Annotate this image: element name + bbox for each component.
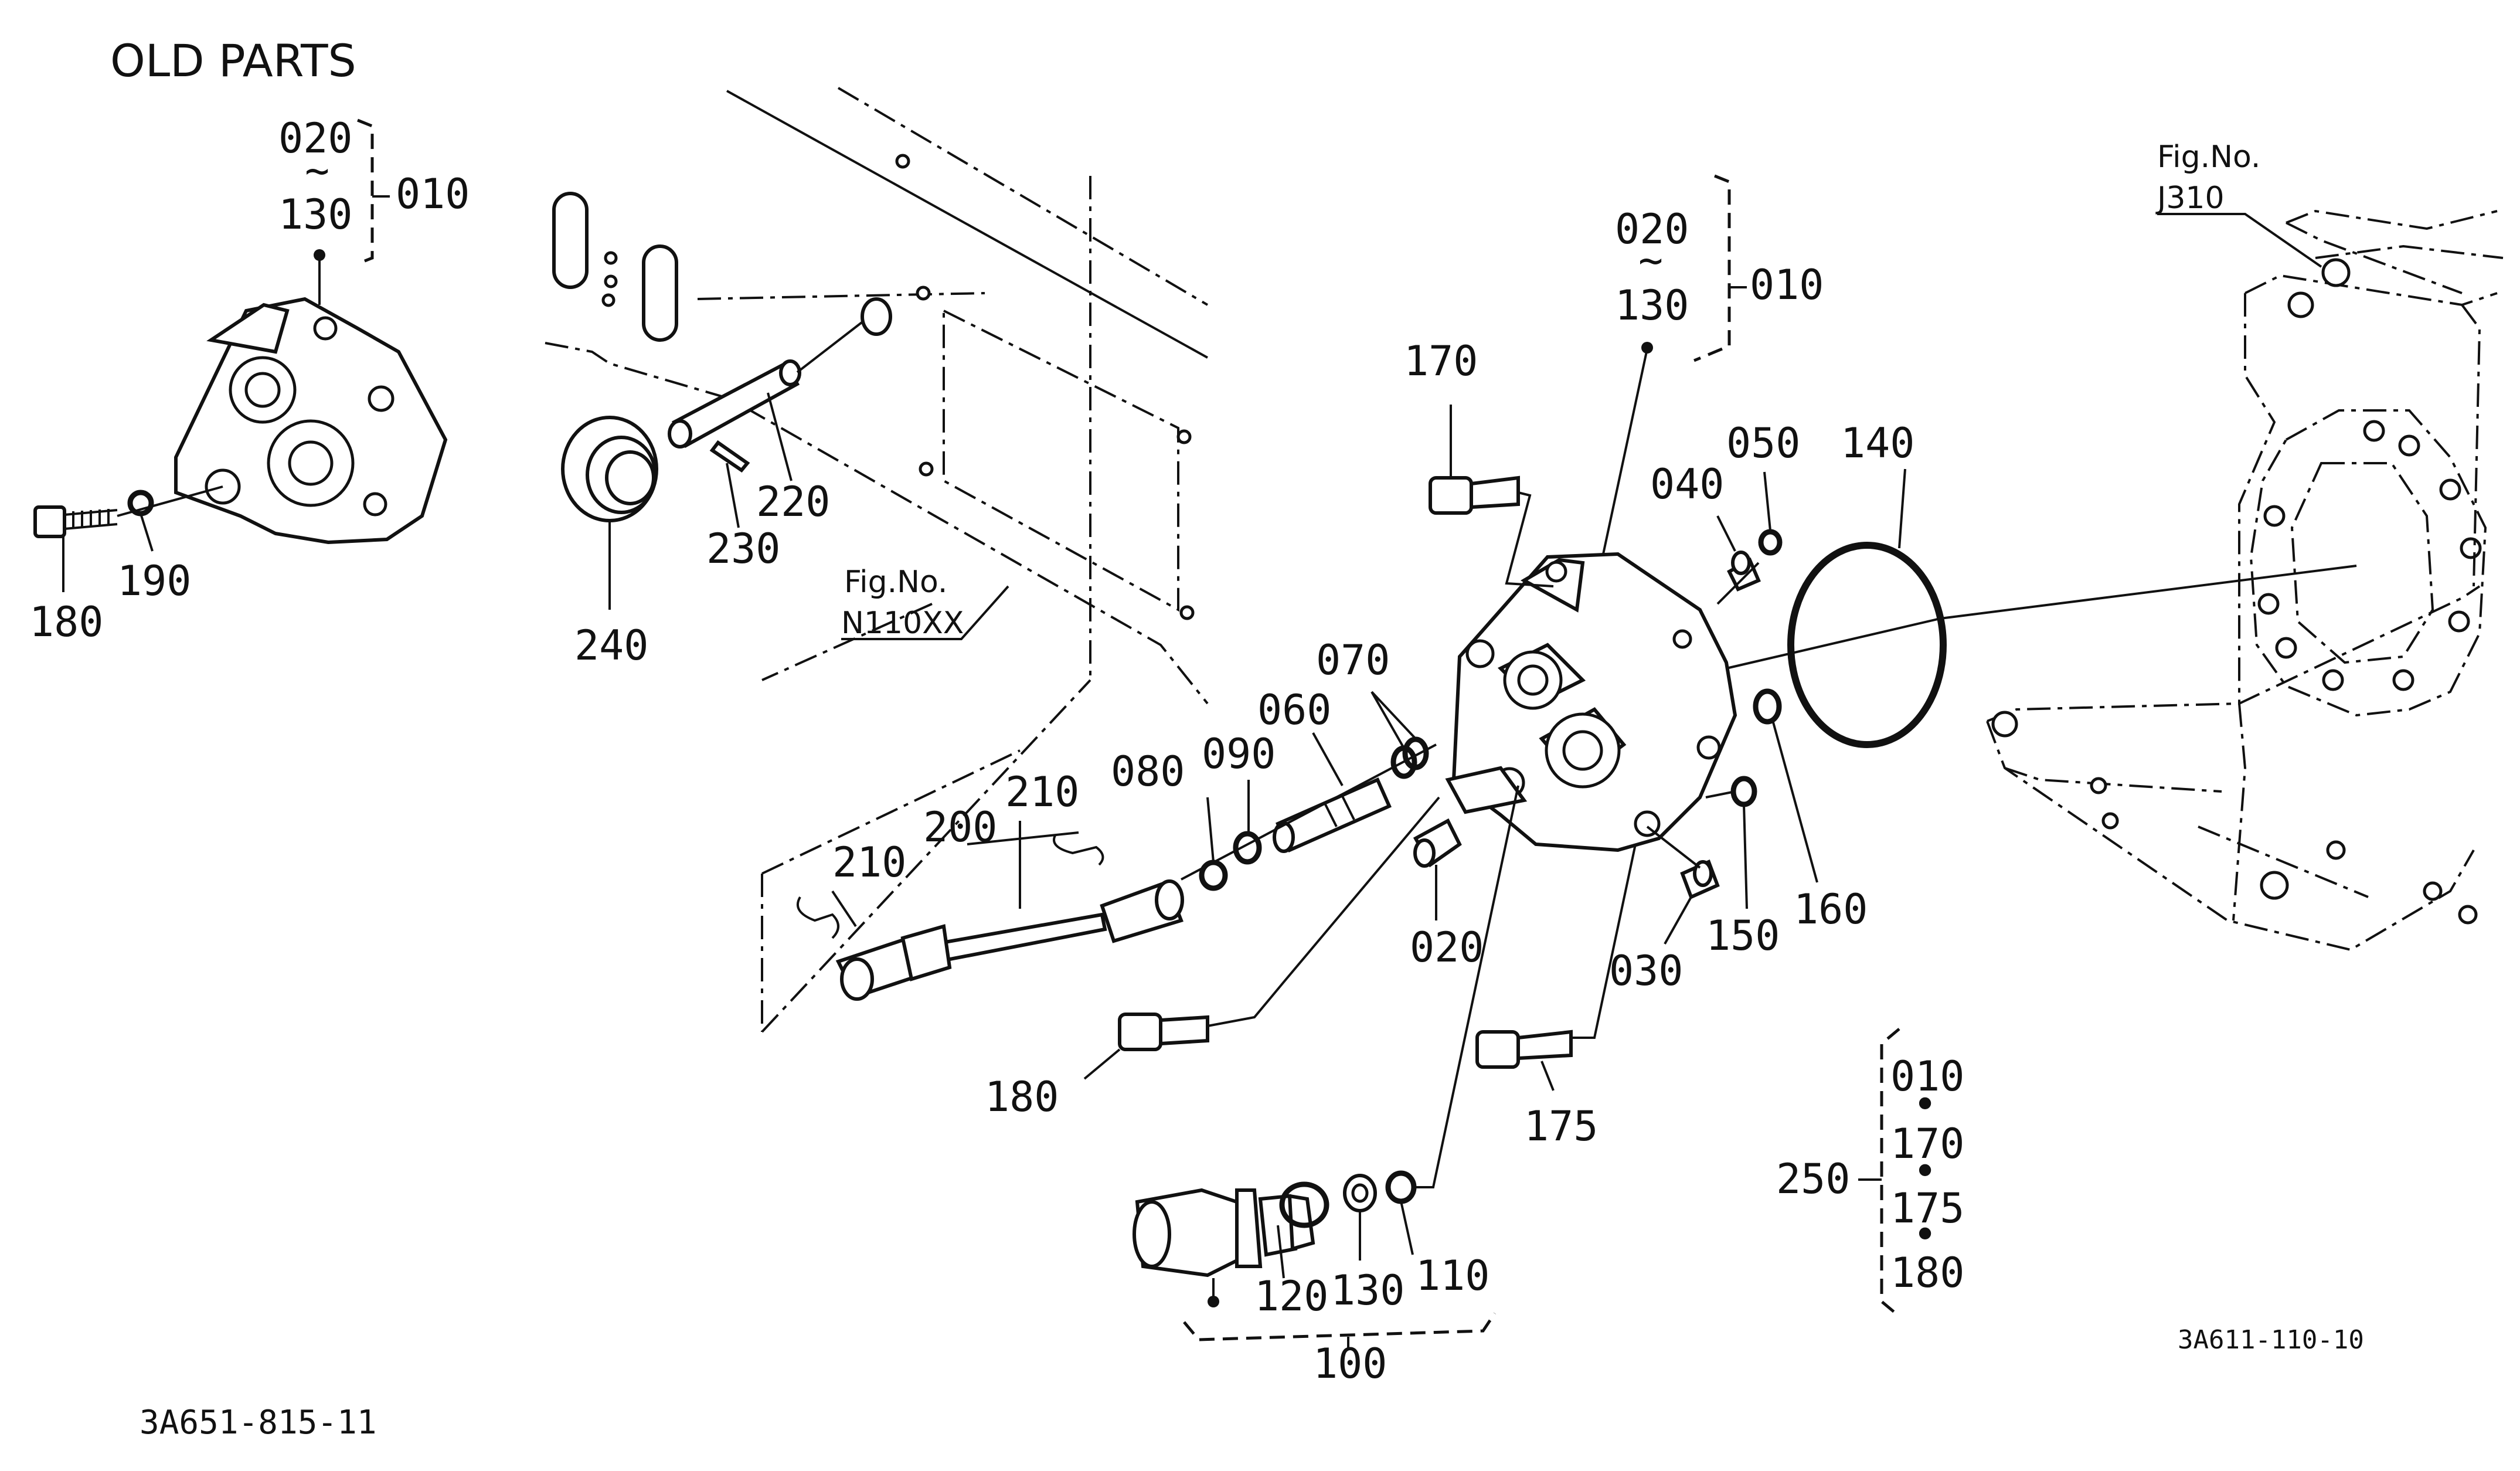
o-ring-150-icon [1730,776,1757,807]
drawing-code-right: 3A611-110-10 [2178,1325,2364,1355]
old-group-bracket [357,118,374,266]
callout-060: 060 [1257,686,1331,734]
main-group-to: 130 [1615,281,1689,329]
callout-090: 090 [1202,730,1276,778]
main-group-tilde: ~ [1638,236,1663,284]
clip-pin-right [1053,835,1104,866]
callout-040: 040 [1650,460,1724,508]
callout-180: 180 [985,1073,1059,1121]
callout-020: 020 [1410,923,1484,971]
washer-050-icon [1758,529,1783,556]
o-ring-110-icon [1385,1170,1417,1204]
old-group-tilde: ~ [305,147,329,195]
bolt-180-icon [1118,1013,1209,1051]
plug-020-icon [1413,818,1462,868]
callout-030: 030 [1609,947,1683,995]
bolt-icon [33,505,118,538]
callout-050: 050 [1726,419,1800,467]
callout-180-old: 180 [29,598,103,646]
old-group-from: 020 [278,114,352,162]
fig-ref-j310-label: Fig.No. [2157,140,2260,175]
callout-120: 120 [1254,1272,1328,1320]
callout-080: 080 [1111,748,1185,796]
main-group-from: 020 [1615,205,1689,253]
shaft-icon [668,359,801,449]
callout-150: 150 [1706,912,1780,960]
valve-group-assy: 100 [1313,1340,1387,1388]
fig-ref-n110-label: Fig.No. [844,565,947,600]
fig-ref-n110-ref: N110XX [841,606,964,641]
callout-200: 200 [923,803,997,851]
kit-item-3: 175 [1890,1184,1964,1232]
callout-220: 220 [756,478,830,526]
kit-item-4: 180 [1890,1249,1964,1297]
transmission-case-icon [1986,209,2504,952]
kit-group-id: 250 [1776,1155,1850,1203]
callout-210-right: 210 [1005,768,1079,816]
kit-item-2: 170 [1890,1120,1964,1168]
page-title: OLD PARTS [110,35,356,87]
plug-030-icon [1680,859,1720,900]
kit-sep-2: • [1913,1147,1937,1195]
callout-210-left: 210 [832,838,906,886]
old-group-to: 130 [278,191,352,239]
main-group-assy: 010 [1750,261,1824,309]
o-ring-160-icon [1753,688,1782,725]
callout-230: 230 [706,525,780,573]
drawing-code-left: 3A651-815-11 [140,1404,377,1442]
universal-joint-shaft-icon [835,879,1184,1001]
valve-group-bracket [1183,1312,1497,1341]
o-ring-120-icon [1279,1181,1329,1228]
pin-icon [709,440,750,473]
kit-sep-3: • [1913,1211,1937,1259]
kit-group-bracket [1880,1028,1900,1317]
o-ring-140-icon [1787,542,1947,748]
callout-190: 190 [117,557,191,605]
knob-icon [561,416,658,522]
old-group-assy: 010 [396,170,470,218]
old-pump-housing-icon [174,297,448,545]
callout-160: 160 [1794,885,1868,933]
washer-icon [861,297,892,336]
callout-110: 110 [1416,1252,1489,1300]
callout-070: 070 [1316,636,1390,684]
mounting-panel-outline [545,87,1209,1033]
plug-040-icon [1727,551,1761,592]
o-ring-070b-icon [1402,736,1429,770]
bolt-175-icon [1475,1030,1573,1069]
main-group-bracket [1693,174,1731,362]
kit-item-1: 010 [1890,1052,1964,1100]
fig-ref-j310-ref: J310 [2155,181,2225,216]
callout-140: 140 [1841,419,1914,467]
valve-body-icon [1133,1188,1315,1278]
callout-175: 175 [1524,1102,1598,1150]
bolt-170-icon [1429,475,1520,515]
shaft-060-icon [1273,777,1392,853]
callout-170: 170 [1404,337,1478,385]
clip-pin-left [796,896,839,939]
callout-240: 240 [574,621,648,670]
kit-sep-1: • [1913,1081,1937,1129]
callout-130: 130 [1331,1266,1404,1314]
housing-cover-icon [1445,552,1737,852]
